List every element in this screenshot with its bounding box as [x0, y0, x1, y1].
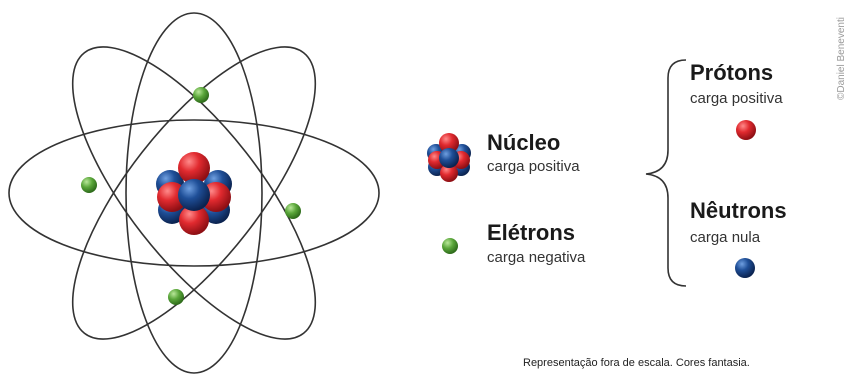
proton: [440, 164, 458, 182]
nucleo-subtitle: carga positiva: [487, 158, 580, 175]
scale-note: Representação fora de escala. Cores fant…: [523, 357, 750, 369]
image-credit: ©Daniel Beneventi: [836, 17, 847, 100]
nucleo-title: Núcleo: [487, 130, 561, 155]
neutron: [178, 179, 210, 211]
electron: [285, 203, 301, 219]
orbit-electrons: [81, 87, 301, 305]
neutron-icon: [735, 258, 755, 278]
nucleus-icon: [427, 133, 471, 182]
eletrons-subtitle: carga negativa: [487, 249, 586, 266]
protons-title: Prótons: [690, 60, 774, 85]
proton: [439, 133, 459, 153]
orbit-vertical: [125, 12, 263, 374]
orbit-diagonal-right: [71, 46, 317, 340]
proton: [179, 205, 209, 235]
nucleus-large: [156, 152, 232, 235]
proton-icon: [736, 120, 756, 140]
electron: [193, 87, 209, 103]
neutrons-subtitle: carga nula: [690, 229, 761, 246]
proton: [178, 152, 210, 184]
orbit-horizontal: [8, 119, 380, 267]
neutron: [439, 148, 459, 168]
protons-subtitle: carga positiva: [690, 90, 783, 107]
orbits: [8, 12, 380, 374]
electron-icon: [442, 238, 458, 254]
eletrons-title: Elétrons: [487, 220, 576, 245]
orbit-diagonal-left: [71, 46, 317, 340]
electron: [81, 177, 97, 193]
curly-brace: [645, 59, 687, 287]
electron: [168, 289, 184, 305]
neutrons-title: Nêutrons: [690, 198, 787, 223]
